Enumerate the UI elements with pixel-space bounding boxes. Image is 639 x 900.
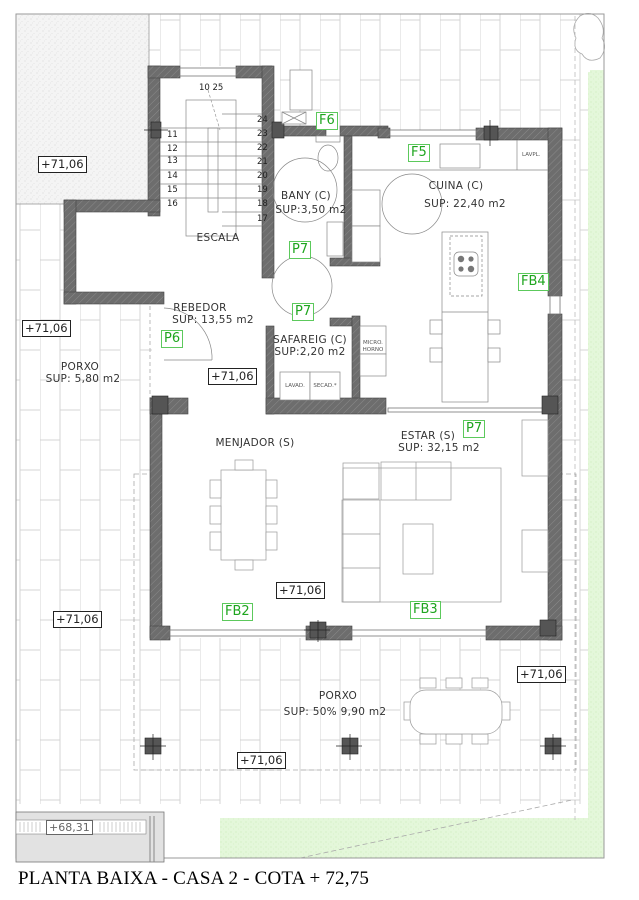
opening-tag-p6: P6: [161, 330, 184, 348]
stair-step: 17: [257, 214, 268, 224]
opening-tag-f5: F5: [408, 144, 430, 162]
room-area-estar: SUP: 32,15 m2: [398, 442, 480, 454]
opening-tag-p7-estar: P7: [463, 420, 486, 438]
room-area-cuina: SUP: 22,40 m2: [424, 198, 506, 210]
room-name-rebedor: REBEDOR: [173, 302, 227, 314]
stair-top-number: 10 25: [199, 83, 224, 93]
level-marker-ramp: +68,31: [46, 820, 93, 835]
stair-step: 20: [257, 171, 268, 181]
room-area-porxo-jardi: SUP: 50% 9,90 m2: [283, 706, 387, 718]
stair-step: 14: [167, 171, 178, 181]
stair-step: 24: [257, 115, 268, 125]
stair-step: 23: [257, 129, 268, 139]
drawing-title: PLANTA BAIXA - CASA 2 - COTA + 72,75: [18, 868, 370, 889]
room-name-porxo-entrada: PORXO: [60, 361, 100, 373]
fixture-micro: MICRO.HORNO: [362, 340, 384, 353]
floor-plan-drawing: [15, 13, 605, 863]
stair-step: 19: [257, 185, 268, 195]
stair-step: 22: [257, 143, 268, 153]
room-name-estar: ESTAR (S): [400, 430, 456, 442]
room-name-menjador: MENJADOR (S): [215, 437, 295, 449]
room-name-safareig: SAFAREIG (C): [273, 334, 347, 346]
stair-step: 18: [257, 199, 268, 209]
stair-step: 16: [167, 199, 178, 209]
opening-tag-f6: F6: [316, 112, 338, 130]
room-area-safareig: SUP:2,20 m2: [274, 346, 346, 358]
level-marker-east-terrace: +71,06: [517, 666, 566, 683]
level-marker-menjador: +71,06: [276, 582, 325, 599]
room-area-rebedor: SUP: 13,55 m2: [172, 314, 254, 326]
opening-tag-fb3: FB3: [410, 601, 441, 619]
room-name-porxo-jardi: PORXO: [318, 690, 358, 702]
opening-tag-p7-rebedor: P7: [292, 303, 315, 321]
fixture-lavpl: LAVPL.: [522, 152, 541, 158]
fixture-lavad: LAVAD.: [285, 383, 305, 389]
opening-tag-fb4: FB4: [518, 273, 549, 291]
opening-tag-p7-bany: P7: [289, 241, 312, 259]
level-marker-gravel: +71,06: [38, 156, 87, 173]
room-name-bany: BANY (C): [281, 190, 331, 202]
room-name-cuina: CUINA (C): [428, 180, 484, 192]
room-name-escala: ESCALA: [196, 232, 240, 244]
room-area-porxo-entrada: SUP: 5,80 m2: [45, 373, 121, 385]
level-marker-west-terrace: +71,06: [53, 611, 102, 628]
stair-step: 11: [167, 130, 178, 140]
stair-step: 15: [167, 185, 178, 195]
level-marker-porxo-jardi: +71,06: [237, 752, 286, 769]
room-area-bany: SUP:3,50 m2: [275, 204, 347, 216]
stair-step: 13: [167, 156, 178, 166]
level-marker-porxo-entrada: +71,06: [22, 320, 71, 337]
opening-tag-fb2: FB2: [222, 603, 253, 621]
stair-step: 21: [257, 157, 268, 167]
level-marker-rebedor: +71,06: [208, 368, 257, 385]
stair-step: 12: [167, 144, 178, 154]
fixture-secad: SECAD.*: [313, 383, 337, 389]
